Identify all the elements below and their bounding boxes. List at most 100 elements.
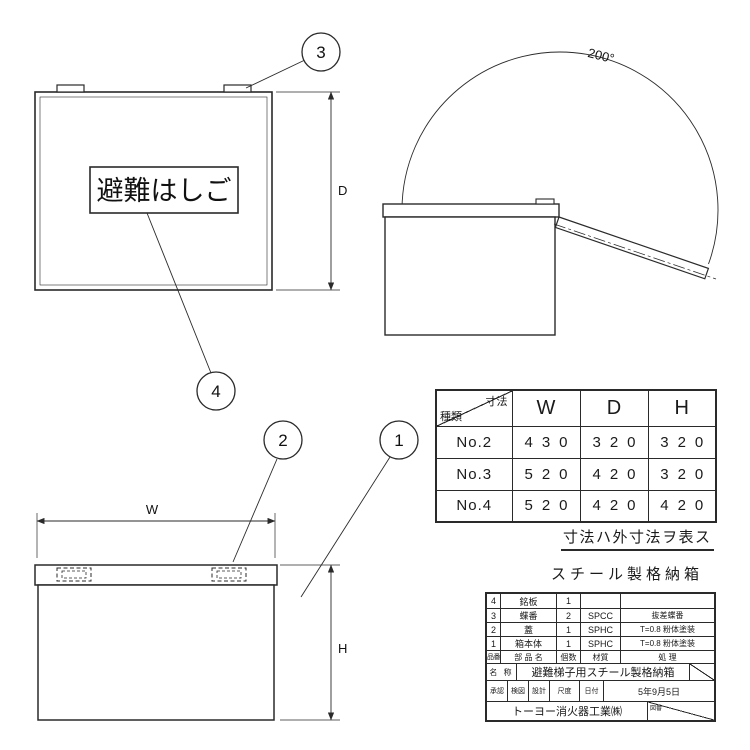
leader-1 [300,456,391,598]
scale-cell: 尺度 [550,681,580,701]
header-part-name: 部 品 名 [501,651,557,663]
balloon-4 [196,371,236,411]
value-cell: 320 [647,425,717,459]
dim-label-d: D [338,183,347,198]
header-qty: 個数 [557,651,581,663]
side-view: 200° [382,45,719,336]
row-header: No.3 [435,457,513,491]
diagonal-divider [437,391,512,426]
row-header: No.2 [435,425,513,459]
part-treatment: T=0.8 粉体塗装 [640,625,695,634]
part-qty: 1 [557,637,581,650]
box-top-outline [34,91,273,291]
dim-table-corner-cell: 寸法 種類 [435,389,513,427]
value-cell: 520 [511,489,581,523]
part-treatment: 抜差蝶番 [651,611,684,620]
name-label: 名 称 [487,664,517,680]
header-treatment: 処 理 [658,652,677,662]
part-no: 4 [487,594,501,608]
header-part-no: 品番 [487,651,501,663]
part-name: 蝶番 [501,609,557,622]
hidden-hinge-right-inner [216,570,242,579]
hinge-tab-right [223,84,252,93]
drawing-title: スチール製格納箱 [551,566,704,583]
leader-4 [146,212,212,374]
value-cell: 320 [647,457,717,491]
balloon-2-number: 2 [278,431,287,450]
company-row: トーヨー消火器工業㈱ 図番 [487,701,714,720]
balloon-3-number: 3 [316,43,325,62]
check-cell: 検図 [508,681,529,701]
dim-table-row-no4: No.4 520 420 420 [435,489,717,523]
parts-row: 1 箱本体 1 SPHC T=0.8 粉体塗装 [487,636,714,650]
part-no: 2 [487,623,501,636]
front-body [37,584,275,721]
balloon-4-number: 4 [211,382,220,401]
approval-cell: 承認 [487,681,508,701]
side-lid-closed [382,203,560,218]
leader-2 [232,458,278,563]
design-cell: 設計 [529,681,550,701]
hinge-tab-left [56,84,85,93]
front-view: W H [34,502,347,721]
part-name: 銘板 [501,594,557,608]
parts-row: 2 蓋 1 SPHC T=0.8 粉体塗装 [487,622,714,636]
part-no: 3 [487,609,501,622]
dim-label-w: W [146,502,159,517]
parts-header-row: 品番 部 品 名 個数 材質 処 理 [487,650,714,663]
part-name: 箱本体 [501,637,557,650]
callouts: 3 4 2 1 [146,32,419,598]
row-header: No.4 [435,489,513,523]
value-cell: 420 [579,489,649,523]
drawing-no-label: 図番 [650,706,663,712]
part-qty: 1 [557,594,581,608]
date-value-cell: 5年9月5日 [637,686,681,697]
part-no: 1 [487,637,501,650]
value-cell: 420 [579,457,649,491]
dim-table-row-no3: No.3 520 420 320 [435,457,717,491]
lid-open-centerline [553,223,717,280]
angle-label: 200° [586,45,616,66]
drawing-no-cell: 図番 [648,702,714,720]
blank-slash-cell [690,664,714,680]
balloon-3 [301,32,341,72]
part-qty: 2 [557,609,581,622]
part-material: SPHC [581,637,621,650]
lid-open [554,216,710,280]
drawing-no-slash [648,702,714,720]
dimension-table: 寸法 種類 W D H No.2 430 320 320 No.3 520 42… [435,389,717,523]
dimension-note: 寸法ハ外寸法ヲ表ス [561,526,714,551]
hidden-hinge-left-inner [61,570,87,579]
hinge-knuckle [535,198,555,205]
balloon-1-number: 1 [394,431,403,450]
product-name-row: 名 称 避難梯子用スチール製格納箱 [487,663,714,680]
part-qty: 1 [557,623,581,636]
dim-label-h: H [338,641,347,656]
value-cell: 420 [647,489,717,523]
approval-row: 承認 検図 設計 尺度 日付 5年9月5日 [487,680,714,701]
balloon-2 [263,420,303,460]
part-material [581,594,621,608]
value-cell: 430 [511,425,581,459]
date-label-cell: 日付 [580,681,604,701]
corner-label-dimension: 寸法 [485,396,508,408]
col-header-w: W [511,389,581,427]
balloon-1 [379,420,419,460]
part-name: 蓋 [501,623,557,636]
header-material: 材質 [581,651,621,663]
top-view: 避難はしご D [34,84,347,291]
nameplate-outline [89,166,239,214]
hidden-hinge-left [56,567,92,582]
part-material: SPHC [581,623,621,636]
part-material: SPCC [581,609,621,622]
box-top-inner-line [39,96,268,286]
corner-label-type: 種類 [440,410,462,423]
name-value: 避難梯子用スチール製格納箱 [517,664,690,680]
title-block: 4 銘板 1 3 蝶番 2 SPCC 抜差蝶番 2 蓋 1 SPHC T=0.8… [485,592,716,722]
col-header-h: H [647,389,717,427]
part-treatment: T=0.8 粉体塗装 [640,639,695,648]
hidden-hinge-right [211,567,247,582]
parts-row: 3 蝶番 2 SPCC 抜差蝶番 [487,608,714,622]
